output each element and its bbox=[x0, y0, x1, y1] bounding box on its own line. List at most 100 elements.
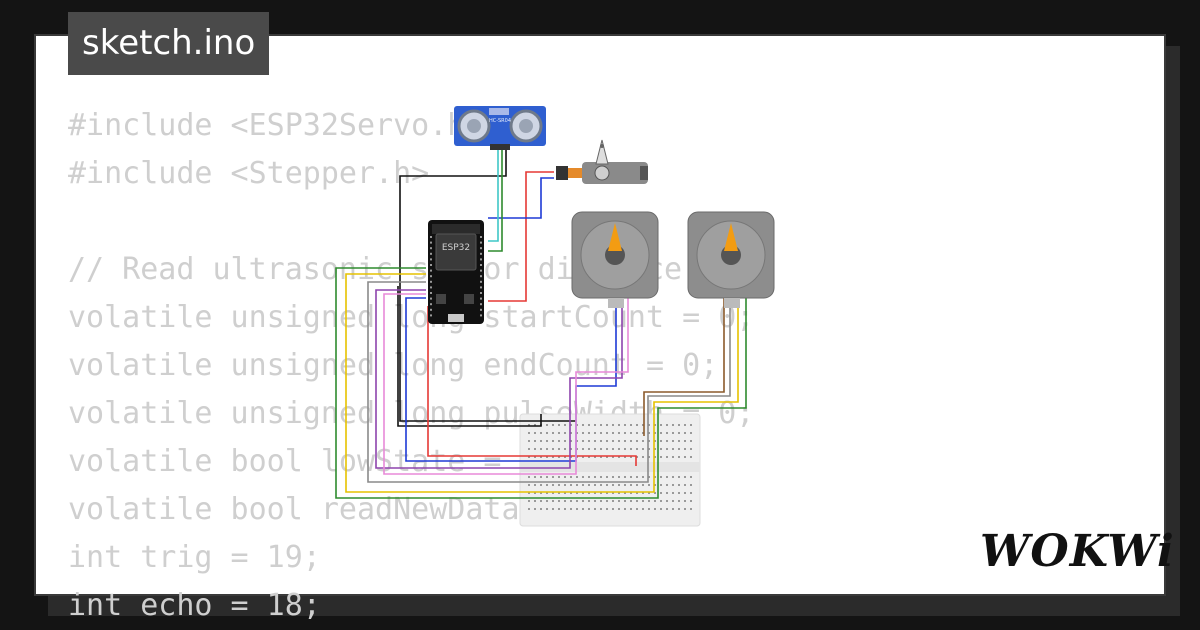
breadboard-hole bbox=[552, 492, 554, 494]
breadboard-hole bbox=[666, 432, 668, 434]
breadboard-hole bbox=[678, 456, 680, 458]
breadboard-hole bbox=[648, 424, 650, 426]
breadboard-hole bbox=[690, 500, 692, 502]
esp32-pin bbox=[430, 286, 432, 289]
breadboard-hole bbox=[648, 440, 650, 442]
breadboard-hole bbox=[660, 492, 662, 494]
breadboard-hole bbox=[570, 508, 572, 510]
breadboard-hole bbox=[534, 448, 536, 450]
breadboard-hole bbox=[624, 448, 626, 450]
breadboard-hole bbox=[654, 456, 656, 458]
code-line: #include <Stepper.h> bbox=[68, 156, 430, 191]
breadboard-hole bbox=[606, 484, 608, 486]
breadboard-hole bbox=[648, 492, 650, 494]
breadboard-hole bbox=[618, 484, 620, 486]
breadboard-hole bbox=[678, 424, 680, 426]
breadboard-hole bbox=[612, 476, 614, 478]
breadboard-hole bbox=[546, 440, 548, 442]
breadboard-hole bbox=[588, 492, 590, 494]
breadboard-hole bbox=[672, 424, 674, 426]
breadboard-hole bbox=[576, 492, 578, 494]
breadboard-hole bbox=[600, 476, 602, 478]
wire-blue bbox=[488, 177, 554, 219]
breadboard-hole bbox=[594, 456, 596, 458]
breadboard-hole bbox=[582, 476, 584, 478]
breadboard-hole bbox=[570, 456, 572, 458]
breadboard-hole bbox=[612, 484, 614, 486]
breadboard-hole bbox=[684, 456, 686, 458]
breadboard-hole bbox=[690, 432, 692, 434]
breadboard-hole bbox=[630, 432, 632, 434]
breadboard-hole bbox=[570, 448, 572, 450]
breadboard-hole bbox=[594, 492, 596, 494]
breadboard-hole bbox=[540, 508, 542, 510]
breadboard-hole bbox=[636, 484, 638, 486]
circuit-diagram: HC-SR04 ESP32 bbox=[335, 106, 775, 527]
breadboard-hole bbox=[558, 500, 560, 502]
breadboard-hole bbox=[546, 424, 548, 426]
breadboard-hole bbox=[618, 508, 620, 510]
esp32-pin bbox=[480, 314, 482, 317]
breadboard-hole bbox=[684, 432, 686, 434]
breadboard-hole bbox=[612, 448, 614, 450]
breadboard-hole bbox=[570, 500, 572, 502]
ultrasonic-sensor: HC-SR04 bbox=[454, 106, 546, 150]
breadboard-hole bbox=[564, 440, 566, 442]
breadboard-hole bbox=[552, 440, 554, 442]
wire-pink bbox=[383, 293, 629, 475]
breadboard-hole bbox=[540, 492, 542, 494]
wire-red bbox=[488, 171, 554, 302]
breadboard-hole bbox=[672, 456, 674, 458]
esp32-pin bbox=[430, 275, 432, 278]
breadboard-hole bbox=[648, 508, 650, 510]
breadboard-hole bbox=[564, 500, 566, 502]
breadboard-hole bbox=[570, 492, 572, 494]
wire-cyan bbox=[488, 146, 499, 242]
breadboard-hole bbox=[630, 456, 632, 458]
esp32-pin bbox=[480, 286, 482, 289]
breadboard-hole bbox=[648, 432, 650, 434]
breadboard-hole bbox=[576, 508, 578, 510]
breadboard-hole bbox=[528, 508, 530, 510]
breadboard-hole bbox=[528, 500, 530, 502]
breadboard-hole bbox=[648, 476, 650, 478]
breadboard-hole bbox=[588, 432, 590, 434]
breadboard-hole bbox=[666, 456, 668, 458]
wire-black bbox=[399, 146, 576, 422]
breadboard-hole bbox=[642, 492, 644, 494]
breadboard-hole bbox=[666, 476, 668, 478]
breadboard-hole bbox=[654, 476, 656, 478]
breadboard-hole bbox=[534, 424, 536, 426]
breadboard-hole bbox=[564, 476, 566, 478]
breadboard-hole bbox=[594, 500, 596, 502]
breadboard-hole bbox=[666, 448, 668, 450]
esp32-pin bbox=[480, 308, 482, 311]
breadboard-hole bbox=[672, 500, 674, 502]
wire-red bbox=[427, 306, 637, 466]
breadboard-hole bbox=[654, 484, 656, 486]
breadboard-hole bbox=[678, 448, 680, 450]
breadboard-hole bbox=[534, 432, 536, 434]
breadboard-hole bbox=[678, 492, 680, 494]
breadboard-hole bbox=[582, 456, 584, 458]
breadboard-hole bbox=[612, 440, 614, 442]
breadboard-hole bbox=[690, 492, 692, 494]
breadboard-hole bbox=[678, 500, 680, 502]
breadboard-hole bbox=[612, 424, 614, 426]
code-line: #include <ESP32Servo.h> bbox=[68, 108, 484, 143]
breadboard-hole bbox=[600, 500, 602, 502]
breadboard-hole bbox=[528, 432, 530, 434]
esp32-pin bbox=[480, 303, 482, 306]
breadboard-hole bbox=[570, 484, 572, 486]
breadboard-hole bbox=[630, 492, 632, 494]
esp32-label: ESP32 bbox=[442, 243, 470, 253]
breadboard-hole bbox=[660, 508, 662, 510]
breadboard-hole bbox=[642, 440, 644, 442]
breadboard-hole bbox=[636, 508, 638, 510]
breadboard-hole bbox=[552, 456, 554, 458]
wire-green bbox=[335, 267, 747, 499]
breadboard-hole bbox=[642, 500, 644, 502]
breadboard-hole bbox=[672, 484, 674, 486]
file-tab[interactable]: sketch.ino bbox=[68, 12, 270, 75]
breadboard-hole bbox=[594, 448, 596, 450]
